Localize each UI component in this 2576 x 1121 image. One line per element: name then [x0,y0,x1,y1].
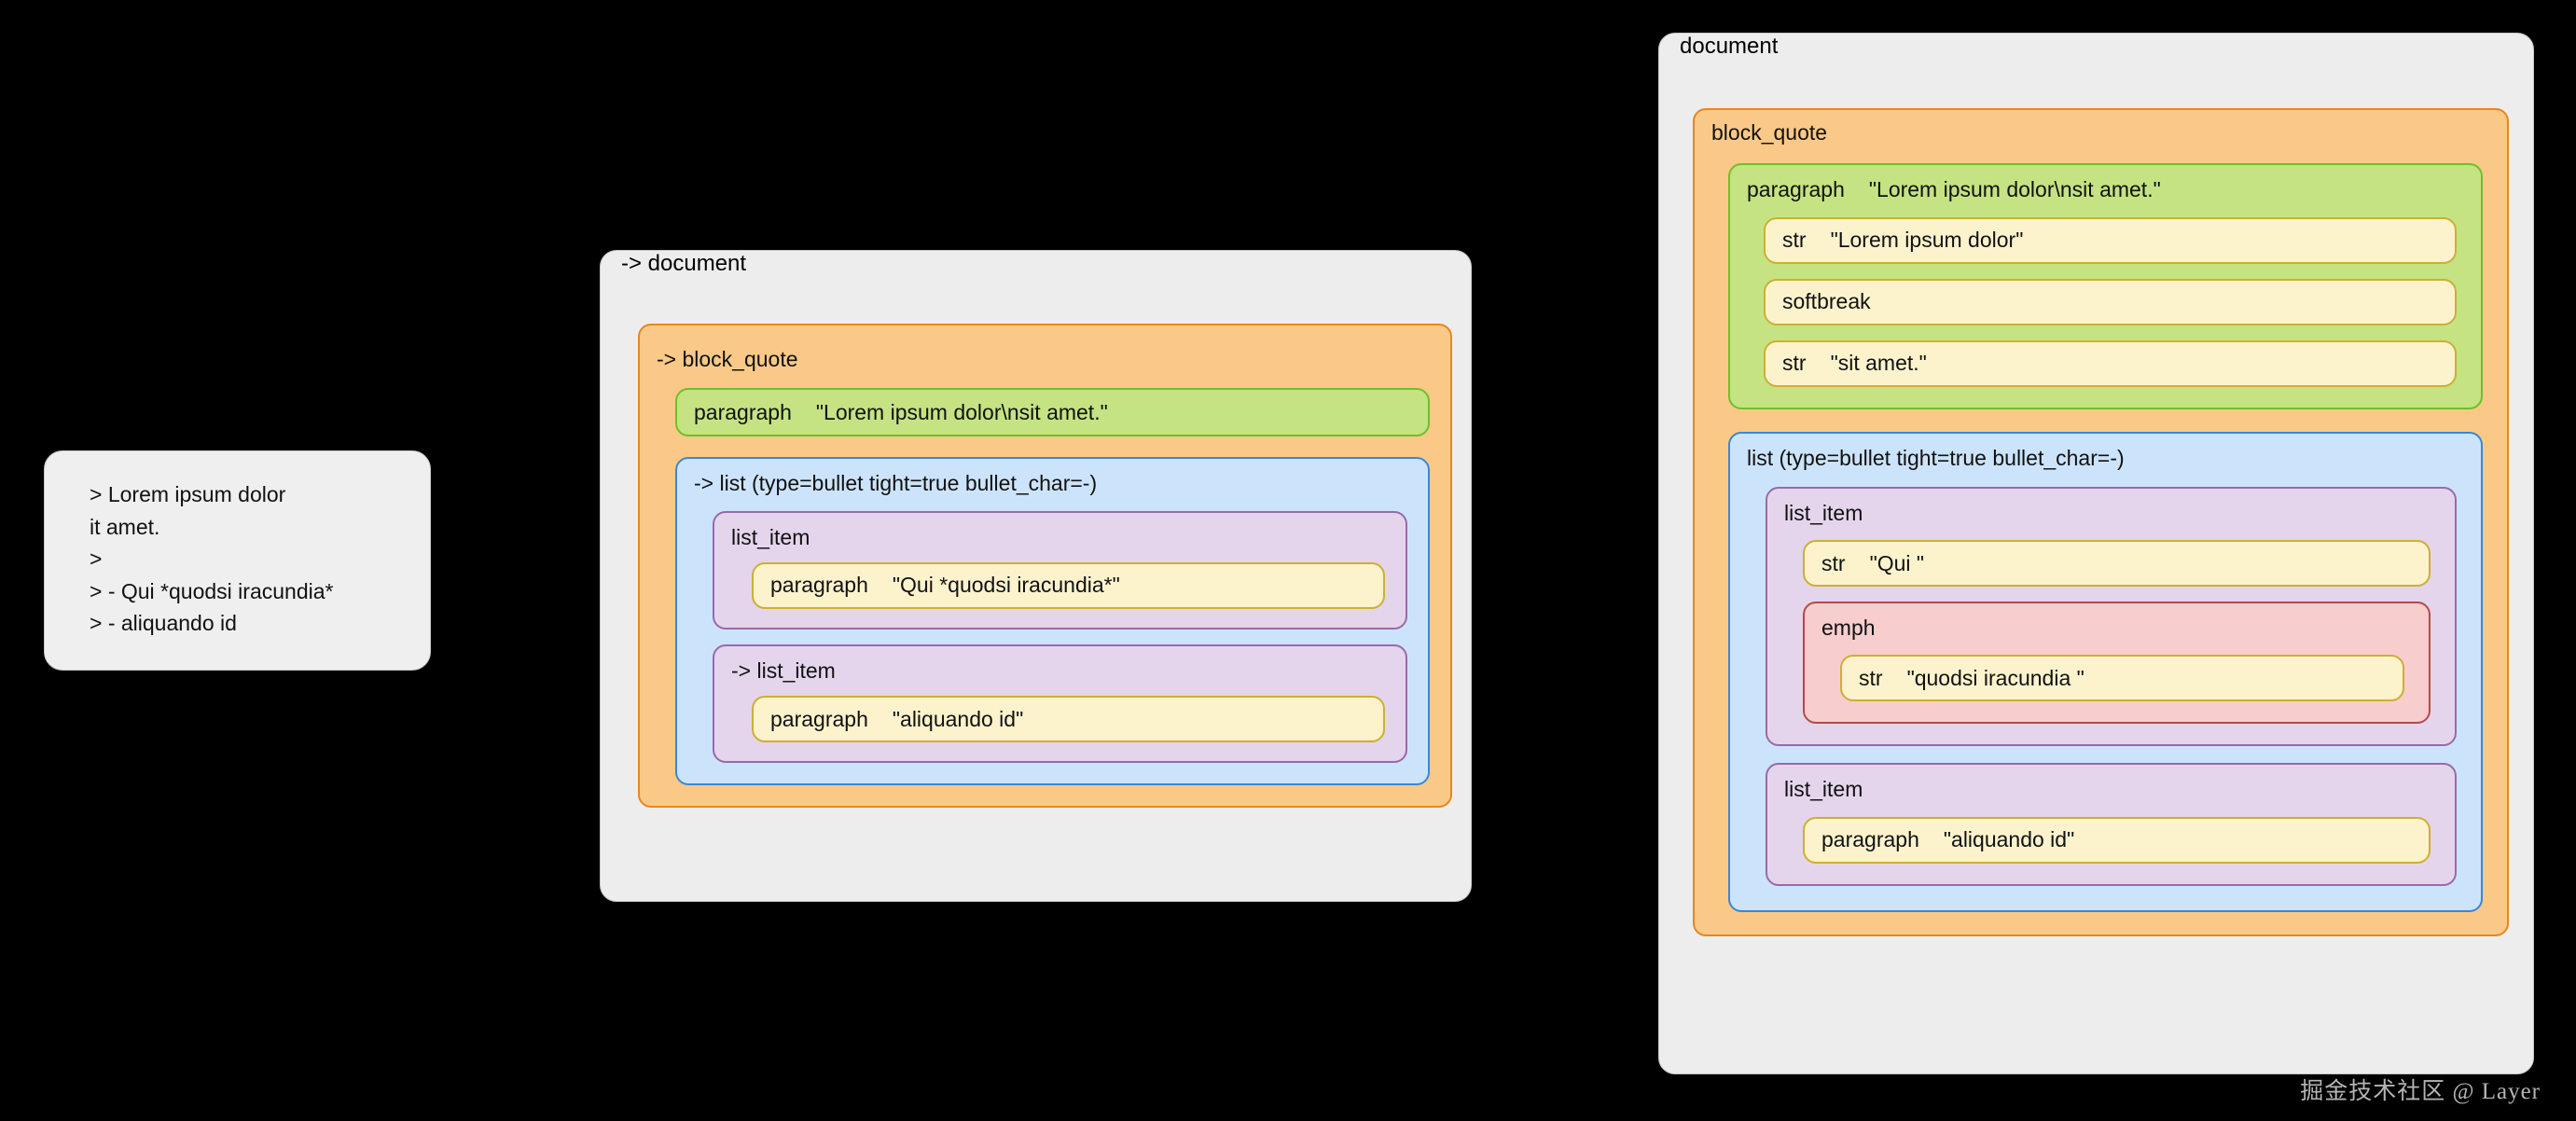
middle-list-item-2: -> list_item paragraph "aliquando id" [713,644,1407,764]
right-block-quote-label: block_quote [1711,120,1828,145]
source-line-2: it amet. [90,514,160,539]
right-list-item-1-label: list_item [1784,500,1863,525]
right-emph-str-type: str [1859,665,1883,690]
right-list-item-1: list_item str "Qui " emph str "quodsi irac… [1766,486,2457,747]
right-list-label: list (type=bullet tight=true bullet_char… [1747,445,2125,470]
right-item-2-para-value: "aliquando id" [1943,827,2075,852]
right-item-1-str-value: "Qui " [1869,550,1925,575]
right-item-2-para-type: paragraph [1821,827,1919,852]
right-block-quote-node: block_quote paragraph "Lorem ipsum dolor\… [1693,108,2509,936]
right-softbreak-node: softbreak [1764,278,2457,325]
source-line-1: > Lorem ipsum dolor [90,482,286,506]
right-list-item-2: list_item paragraph "aliquando id" [1766,763,2457,886]
right-emph-str-node: str "quodsi iracundia " [1840,655,2404,702]
middle-list-node: -> list (type=bullet tight=true bullet_c… [675,457,1430,786]
right-emph-node: emph str "quodsi iracundia " [1803,602,2431,725]
source-line-4: > - Qui *quodsi iracundia* [90,578,334,603]
middle-list-item-1-paragraph: paragraph "Qui *quodsi iracundia*" [752,561,1385,609]
source-line-3: > [90,547,103,571]
right-str-node-2: str "sit amet." [1764,339,2457,387]
right-str-1-type: str [1782,227,1807,252]
right-softbreak-type: softbreak [1782,288,1871,313]
right-item-2-paragraph-node: paragraph "aliquando id" [1803,816,2431,864]
right-emph-label: emph [1821,616,1876,641]
middle-document-label: -> document [621,251,747,276]
middle-list-item-2-label: -> list_item [731,657,836,683]
watermark: 掘金技术社区 @ Layer [2300,1079,2541,1104]
right-str-1-value: "Lorem ipsum dolor" [1830,227,2024,252]
source-line-5: > - aliquando id [90,611,237,635]
middle-item-2-para-type: paragraph [770,706,868,731]
middle-list-item-1-label: list_item [731,524,810,549]
right-document-label: document [1680,34,1779,59]
middle-list-item-1: list_item paragraph "Qui *quodsi iracundi… [713,510,1407,630]
middle-list-item-2-paragraph: paragraph "aliquando id" [752,696,1385,743]
right-ast-panel: document block_quote paragraph "Lorem ips… [1658,33,2534,1074]
markdown-source-card: > Lorem ipsum dolor it amet. > > - Qui *… [44,450,431,671]
right-list-node: list (type=bullet tight=true bullet_char… [1728,431,2483,912]
right-paragraph-type: paragraph [1747,177,1845,202]
right-item-1-str-node: str "Qui " [1803,540,2431,588]
right-paragraph-value: "Lorem ipsum dolor\nsit amet." [1868,177,2161,202]
right-emph-str-value: "quodsi iracundia " [1906,665,2084,690]
right-str-node-1: str "Lorem ipsum dolor" [1764,216,2457,264]
right-item-1-str-type: str [1821,550,1846,575]
middle-list-label: -> list (type=bullet tight=true bullet_c… [694,471,1098,496]
right-str-2-type: str [1782,350,1807,375]
middle-ast-panel: -> document -> block_quote paragraph "Lor… [600,250,1472,902]
right-softbreak-value [1871,289,1895,313]
right-str-2-value: "sit amet." [1830,350,1927,375]
middle-item-1-para-type: paragraph [770,573,868,598]
right-paragraph-node: paragraph"Lorem ipsum dolor\nsit amet." … [1728,163,2483,409]
right-list-item-2-label: list_item [1784,777,1863,802]
middle-item-2-para-value: "aliquando id" [892,706,1024,731]
middle-paragraph-node: paragraph "Lorem ipsum dolor\nsit amet." [675,388,1430,437]
middle-paragraph-value: "Lorem ipsum dolor\nsit amet." [815,399,1108,424]
middle-block-quote-label: -> block_quote [657,347,798,371]
middle-block-quote-node: -> block_quote paragraph "Lorem ipsum dol… [638,324,1452,809]
middle-item-1-para-value: "Qui *quodsi iracundia*" [892,573,1120,598]
middle-paragraph-type: paragraph [694,399,792,424]
